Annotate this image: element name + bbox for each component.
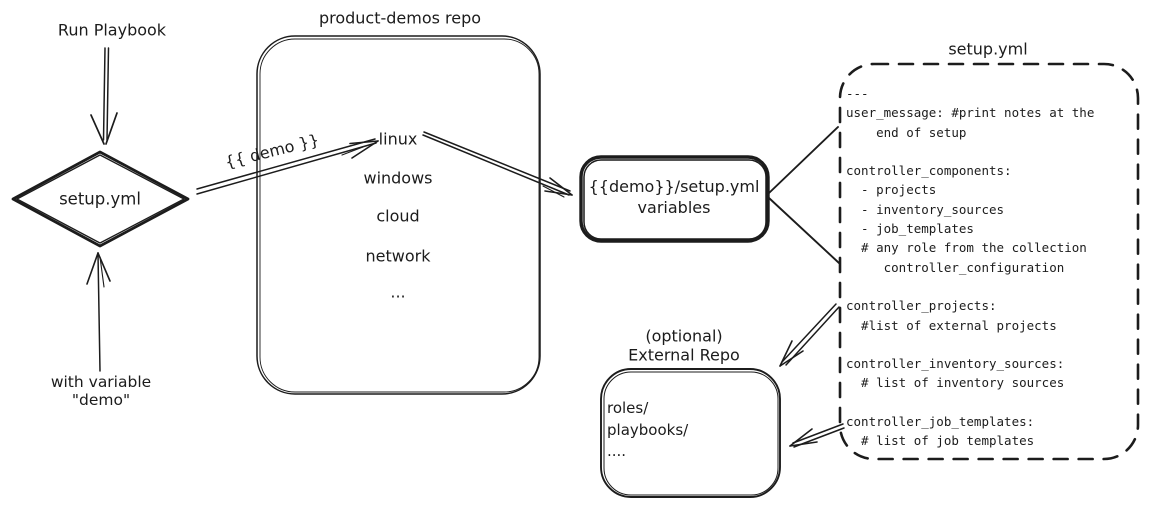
- setupyml-title: setup.yml: [948, 39, 1028, 59]
- repo-item-linux: linux: [378, 129, 418, 149]
- linux-to-variables-arrow: [422, 131, 573, 198]
- run-playbook-arrow: [90, 47, 118, 145]
- external-repo-name: External Repo: [628, 345, 740, 364]
- setup-diamond-shape: [11, 150, 190, 248]
- setupyml-dashed-box: [838, 62, 1140, 461]
- repo-item-cloud: cloud: [376, 206, 420, 226]
- repo-item-windows: windows: [363, 168, 433, 188]
- with-variable-line2: "demo": [71, 391, 131, 409]
- setupyml-content: --- user_message: #print notes at the en…: [846, 86, 1095, 449]
- templates-to-external-arrow: [789, 423, 845, 448]
- diamond-label: setup.yml: [59, 189, 141, 209]
- variables-box-label: {{demo}}/setup.yml variables: [589, 176, 760, 218]
- product-demos-title: product-demos repo: [318, 8, 482, 28]
- run-playbook-label: Run Playbook: [57, 20, 167, 40]
- variables-box-line1: {{demo}}/setup.yml: [588, 177, 760, 196]
- with-variable-arrow: [86, 252, 111, 372]
- external-repo-content: roles/ playbooks/ ....: [607, 399, 689, 460]
- demo-arrow: [196, 138, 379, 195]
- variables-box-line2: variables: [637, 198, 711, 217]
- variables-box: [579, 155, 770, 243]
- projects-to-external-arrow: [779, 303, 840, 367]
- product-demos-box: [256, 35, 541, 395]
- with-variable-label: with variable "demo": [51, 373, 151, 409]
- repo-item-ellipsis: ...: [390, 282, 406, 302]
- external-repo-optional: (optional): [645, 326, 723, 346]
- external-repo-box: [600, 368, 781, 498]
- external-repo-label: (optional) External Repo: [628, 326, 740, 365]
- with-variable-line1: with variable: [50, 373, 152, 391]
- variables-to-setupyml-lines: [768, 126, 840, 264]
- repo-item-network: network: [365, 246, 431, 266]
